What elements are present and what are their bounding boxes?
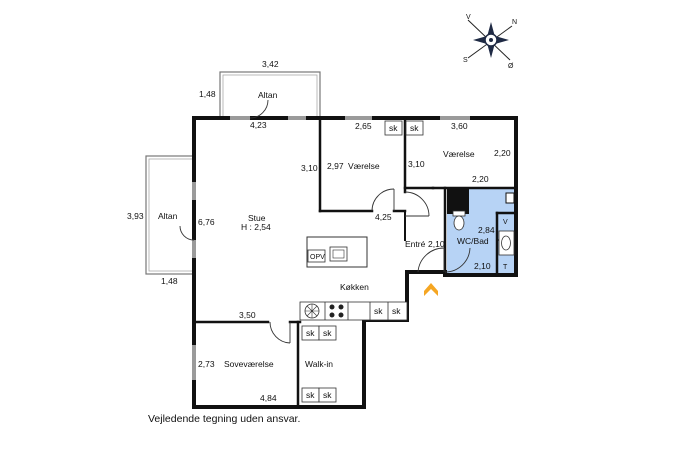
cabinet-label: sk bbox=[323, 390, 332, 400]
windows bbox=[192, 116, 470, 380]
dim-vaerelse1-right: 2,97 bbox=[327, 161, 344, 171]
room-label-koekken: Køkken bbox=[340, 282, 369, 292]
cabinet-label: sk bbox=[323, 328, 332, 338]
cabinet-label: sk bbox=[374, 306, 383, 316]
dim-wc-right: 2,84 bbox=[478, 225, 495, 235]
compass-label-east: Ø bbox=[508, 63, 514, 70]
washbasin-icon bbox=[498, 230, 515, 256]
shaft bbox=[505, 192, 515, 204]
room-label-vaerelse-2: Værelse bbox=[443, 149, 475, 159]
room-label-stue-height: H : 2,54 bbox=[241, 222, 271, 232]
cabinet-label: sk bbox=[306, 390, 315, 400]
dim-altan-top-width: 3,42 bbox=[262, 59, 279, 69]
washer-label: V bbox=[503, 219, 508, 226]
walls bbox=[192, 116, 518, 409]
opv-label: OPV bbox=[310, 254, 325, 261]
dim-wc-bottom: 2,10 bbox=[474, 261, 491, 271]
compass-label-north: N bbox=[512, 19, 517, 26]
dim-altan-left-depth: 1,48 bbox=[161, 276, 178, 286]
dim-stue-top: 4,23 bbox=[250, 120, 267, 130]
opv-box bbox=[307, 249, 326, 263]
dim-sove-bottom: 4,84 bbox=[260, 393, 277, 403]
cabinet-label: sk bbox=[389, 123, 398, 133]
dim-vaerelse2-left: 3,10 bbox=[408, 159, 425, 169]
room-label-altan-top: Altan bbox=[258, 90, 278, 100]
compass-label-west: V bbox=[466, 14, 471, 21]
room-label-wc-bad: WC/Bad bbox=[457, 236, 489, 246]
dishwasher-icon bbox=[304, 303, 320, 319]
dim-vaerelse2-right: 2,20 bbox=[494, 148, 511, 158]
dim-stue-left: 6,76 bbox=[198, 217, 215, 227]
dim-sove-left: 2,73 bbox=[198, 359, 215, 369]
dim-altan-top-depth: 1,48 bbox=[199, 89, 216, 99]
room-label-vaerelse-1: Værelse bbox=[348, 161, 380, 171]
dim-vaerelse1-left: 3,10 bbox=[301, 163, 318, 173]
column bbox=[447, 188, 469, 214]
cabinet-label: sk bbox=[392, 306, 401, 316]
cabinet-label: sk bbox=[410, 123, 419, 133]
wardrobes bbox=[301, 120, 424, 403]
room-label-walk-in: Walk-in bbox=[305, 359, 333, 369]
stove-icon bbox=[329, 304, 344, 318]
dim-vaerelse2-top: 3,60 bbox=[451, 121, 468, 131]
dim-entre-width: 2,10 bbox=[428, 239, 445, 249]
dim-altan-left-height: 3,93 bbox=[127, 211, 144, 221]
dim-vaerelse1-bottom: 4,25 bbox=[375, 212, 392, 222]
kitchen-counter bbox=[299, 301, 408, 321]
toilet-icon bbox=[452, 210, 466, 231]
sink-basin bbox=[332, 249, 345, 259]
room-label-sovevaerelse: Soveværelse bbox=[224, 359, 274, 369]
dim-sove-top: 3,50 bbox=[239, 310, 256, 320]
disclaimer-text: Vejledende tegning uden ansvar. bbox=[148, 413, 301, 425]
cabinet-label: sk bbox=[306, 328, 315, 338]
doors bbox=[179, 99, 471, 344]
dim-vaerelse1-top: 2,65 bbox=[355, 121, 372, 131]
dim-wc-top: 2,20 bbox=[472, 174, 489, 184]
dryer-label: T bbox=[503, 264, 508, 271]
room-label-entre: Entré bbox=[405, 239, 426, 249]
compass-label-south: S bbox=[463, 57, 468, 64]
entry-arrow-icon bbox=[424, 283, 438, 296]
compass-icon: V N S Ø bbox=[463, 14, 517, 70]
room-label-altan-left: Altan bbox=[158, 211, 178, 221]
room-label-stue: Stue bbox=[248, 213, 266, 223]
